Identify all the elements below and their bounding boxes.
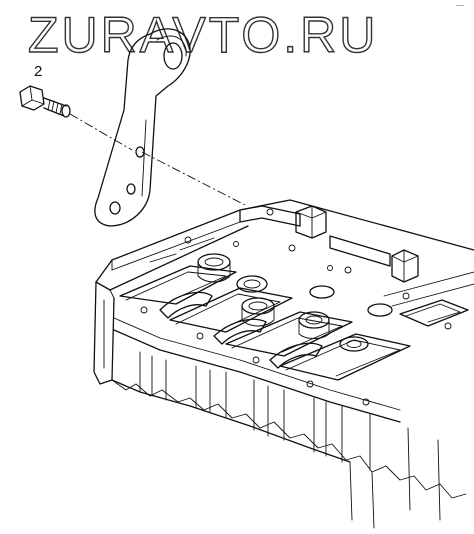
- corner-mark: ~~: [456, 3, 464, 10]
- watermark-text: ZURAVTO.RU: [28, 7, 378, 63]
- callout-2: 2: [34, 63, 42, 80]
- bolt-axis-line: [69, 113, 133, 151]
- bolt: [19, 85, 71, 118]
- bracket-axis-line: [141, 151, 246, 206]
- lifting-bracket: [94, 28, 191, 227]
- cylinder-head: [93, 199, 474, 529]
